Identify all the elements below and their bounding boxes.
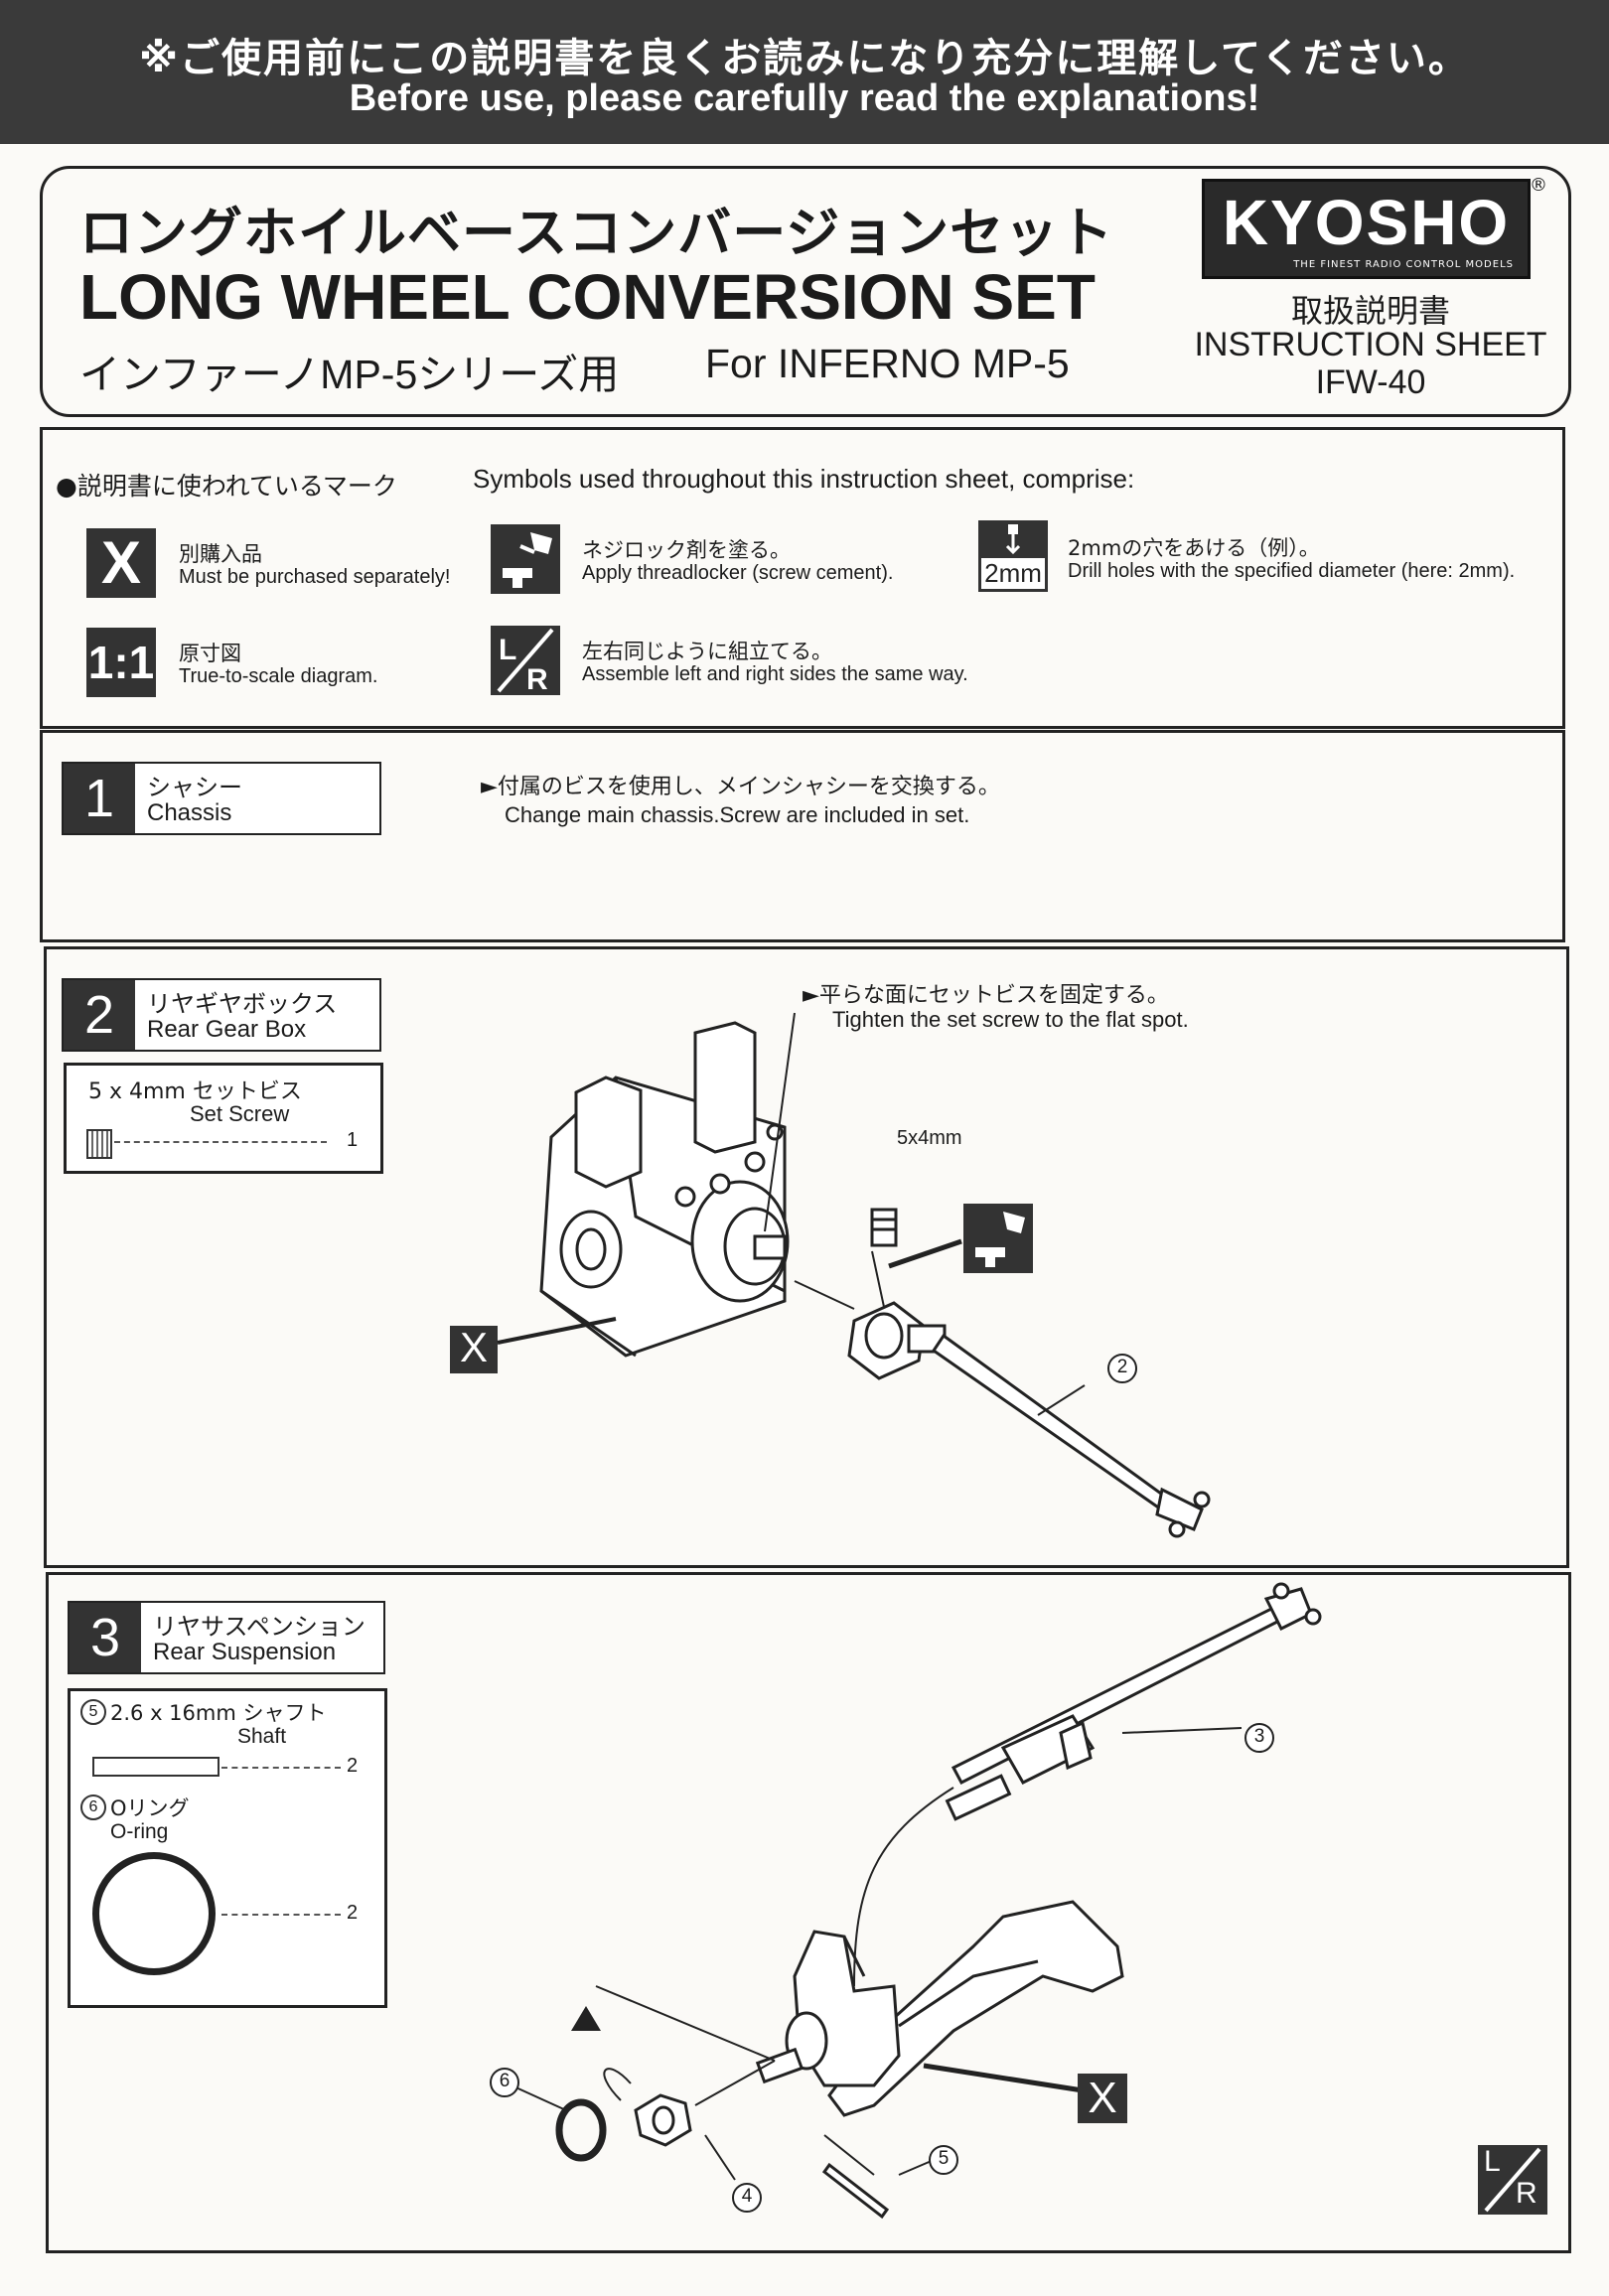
step-3-parts-box: 5 2.6 x 16mm シャフト Shaft 2 6 Oリング O-ring … [68, 1688, 387, 2008]
symbol-x-en: Must be purchased separately! [179, 566, 451, 588]
logo-name: KYOSHO [1222, 187, 1511, 258]
oring-drawing [92, 1852, 216, 1975]
symbol-lr-en: Assemble left and right sides the same w… [582, 663, 968, 685]
oring-qty: 2 [347, 1902, 359, 1924]
sheet-code: IFW-40 [1315, 363, 1426, 401]
set-screw-name-en: Set Screw [190, 1101, 290, 1126]
svg-text:R: R [526, 663, 548, 695]
step-2-note-en: Tighten the set screw to the flat spot. [832, 1007, 1189, 1032]
oring-index: 6 [80, 1794, 106, 1820]
sheet-title-en: INSTRUCTION SHEET [1194, 326, 1547, 363]
registered-mark: ® [1530, 175, 1547, 196]
scale-icon: 1:1 [86, 628, 156, 697]
oring-name-en: O-ring [110, 1820, 169, 1843]
oring-name-jp: Oリング [110, 1796, 190, 1820]
symbol-lr-jp: 左右同じように組立てる。 [582, 640, 832, 663]
set-screw-icon [86, 1129, 112, 1159]
step-2-number: 2 [64, 980, 135, 1050]
step-3-title-en: Rear Suspension [153, 1639, 337, 1665]
step-3-lr-icon: L/R [0, 0, 1, 1]
callout-6: 6 [499, 2071, 511, 2091]
step-3-number: 3 [70, 1603, 141, 1672]
symbols-heading-jp: ●説明書に使われているマーク [56, 472, 397, 501]
step-3-x-tag: X [1088, 2074, 1117, 2122]
step-1-section [40, 730, 1565, 942]
threadlocker-icon [491, 524, 560, 594]
step-2-note-jp: ►平らな面にセットビスを固定する。 [803, 983, 1169, 1008]
screw-size-label: 5x4mm [897, 1127, 962, 1149]
lr-icon-l: L [1484, 2145, 1501, 2178]
sheet-title-jp: 取扱説明書 [1290, 293, 1450, 329]
step-2-header: 2 リヤギヤボックス Rear Gear Box [62, 978, 381, 1052]
step-2-title-en: Rear Gear Box [147, 1016, 307, 1043]
step-2-section [44, 946, 1569, 1568]
qty-leader [114, 1141, 327, 1143]
kyosho-logo: KYOSHO THE FINEST RADIO CONTROL MODELS [1202, 179, 1531, 279]
symbol-scale-en: True-to-scale diagram. [179, 665, 378, 687]
symbols-heading-en: Symbols used throughout this instruction… [473, 464, 1135, 494]
subtitle-jp: インファーノMP-5シリーズ用 [79, 352, 620, 397]
drill-icon: 2mm [978, 520, 1048, 592]
title-jp: ロングホイルベースコンバージョンセット [79, 202, 1114, 264]
shaft-qty: 2 [347, 1755, 359, 1777]
callout-5: 5 [938, 2148, 950, 2169]
step-3-title-jp: リヤサスペンション [153, 1613, 366, 1641]
step-1-title-jp: シャシー [147, 774, 242, 801]
step-2-parts-box: 5 x 4mm セットビス Set Screw 1 [64, 1063, 383, 1174]
subtitle-en: For INFERNO MP-5 [705, 341, 1070, 386]
step-1-title-en: Chassis [147, 799, 232, 826]
title-box [40, 166, 1571, 417]
shaft-name-jp: 2.6 x 16mm シャフト [110, 1701, 327, 1725]
symbol-drill-en: Drill holes with the specified diameter … [1068, 560, 1516, 582]
symbols-section [40, 427, 1565, 729]
step-1-header: 1 シャシー Chassis [62, 762, 381, 835]
drill-icon-label: 2mm [984, 558, 1042, 588]
warning-banner: ※ご使用前にこの説明書を良くお読みになり充分に理解してください。 Before … [0, 0, 1609, 144]
callout-3: 3 [1253, 1726, 1265, 1747]
symbol-threadlocker-en: Apply threadlocker (screw cement). [582, 562, 894, 584]
warning-text-jp: ※ご使用前にこの説明書を良くお読みになり充分に理解してください。 [139, 36, 1470, 81]
step-3-section [46, 1572, 1571, 2253]
oring-leader [221, 1914, 341, 1916]
callout-4: 4 [741, 2186, 753, 2207]
x-mark-icon: X [86, 528, 156, 598]
step-2-title-jp: リヤギヤボックス [147, 990, 338, 1018]
step-2-x-tag: X [459, 1324, 488, 1370]
shaft-name-en: Shaft [237, 1725, 287, 1748]
step-1-number: 1 [64, 764, 135, 833]
step-3-header: 3 リヤサスペンション Rear Suspension [68, 1601, 385, 1674]
step-1-note-jp: ►付属のビスを使用し、メインシャシーを交換する。 [481, 775, 1000, 799]
title-en: LONG WHEEL CONVERSION SET [79, 261, 1096, 333]
shaft-drawing [92, 1757, 219, 1777]
left-right-icon: L R [491, 626, 560, 695]
lr-icon-r: R [1516, 2177, 1537, 2210]
shaft-index: 5 [80, 1699, 106, 1725]
step-2-callout: 2 [1116, 1357, 1128, 1377]
shaft-leader [221, 1767, 341, 1769]
set-screw-name-jp: 5 x 4mm セットビス [88, 1079, 302, 1104]
svg-text:L: L [499, 634, 516, 666]
logo-tagline: THE FINEST RADIO CONTROL MODELS [1293, 259, 1514, 270]
symbol-x-jp: 別購入品 [179, 542, 262, 566]
symbol-threadlocker-jp: ネジロック剤を塗る。 [582, 538, 791, 562]
symbol-drill-jp: 2mmの穴をあける（例）。 [1068, 536, 1320, 560]
symbol-scale-jp: 原寸図 [179, 642, 241, 665]
step-1-note-en: Change main chassis.Screw are included i… [505, 802, 970, 827]
warning-text-en: Before use, please carefully read the ex… [349, 77, 1260, 119]
set-screw-qty: 1 [347, 1129, 359, 1151]
